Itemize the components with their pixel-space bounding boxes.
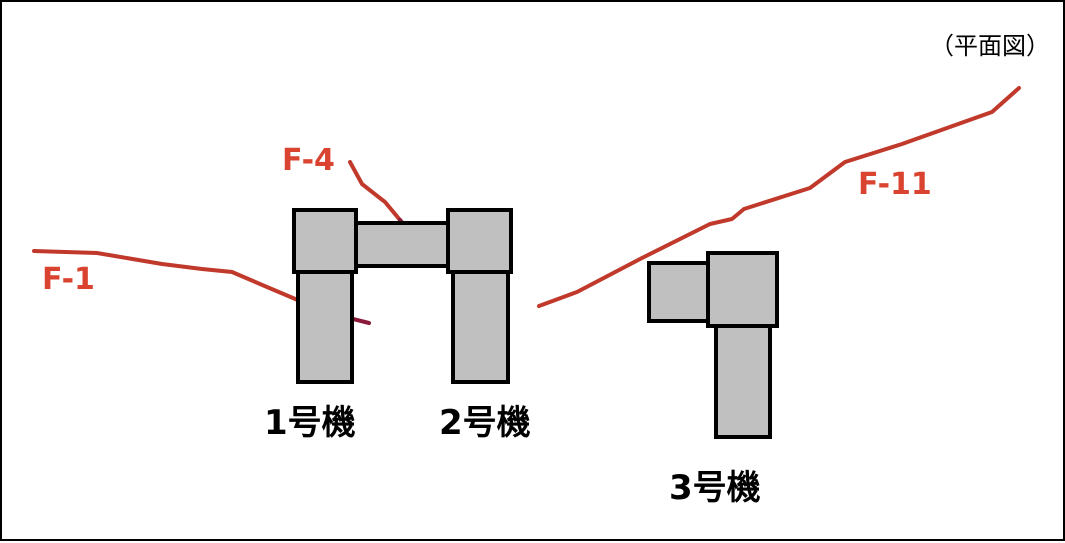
unit1-building [292,208,358,384]
fault-label-f1: F-1 [42,262,95,297]
fault-label-f11: F-11 [858,167,932,202]
fault-line-f4 [348,160,402,222]
unit3-side-block [647,261,713,323]
unit2-building [446,208,513,384]
connecting-block [354,221,450,268]
unit2-label: 2号機 [439,403,531,443]
fault-line-f1 [32,249,302,303]
fault-line-f11 [537,86,1021,308]
unit2-square-block [446,208,513,274]
unit3-reactor-block [714,322,772,439]
unit1-label: 1号機 [264,403,356,443]
unit1-reactor-block [296,267,354,384]
view-label: （平面図） [930,32,1050,60]
unit1-square-block [292,208,358,274]
unit3-label: 3号機 [669,468,761,508]
unit3-building [647,251,779,439]
fault-label-f4: F-4 [282,143,335,178]
unit2-reactor-block [451,267,510,384]
unit3-square-block [706,251,779,328]
